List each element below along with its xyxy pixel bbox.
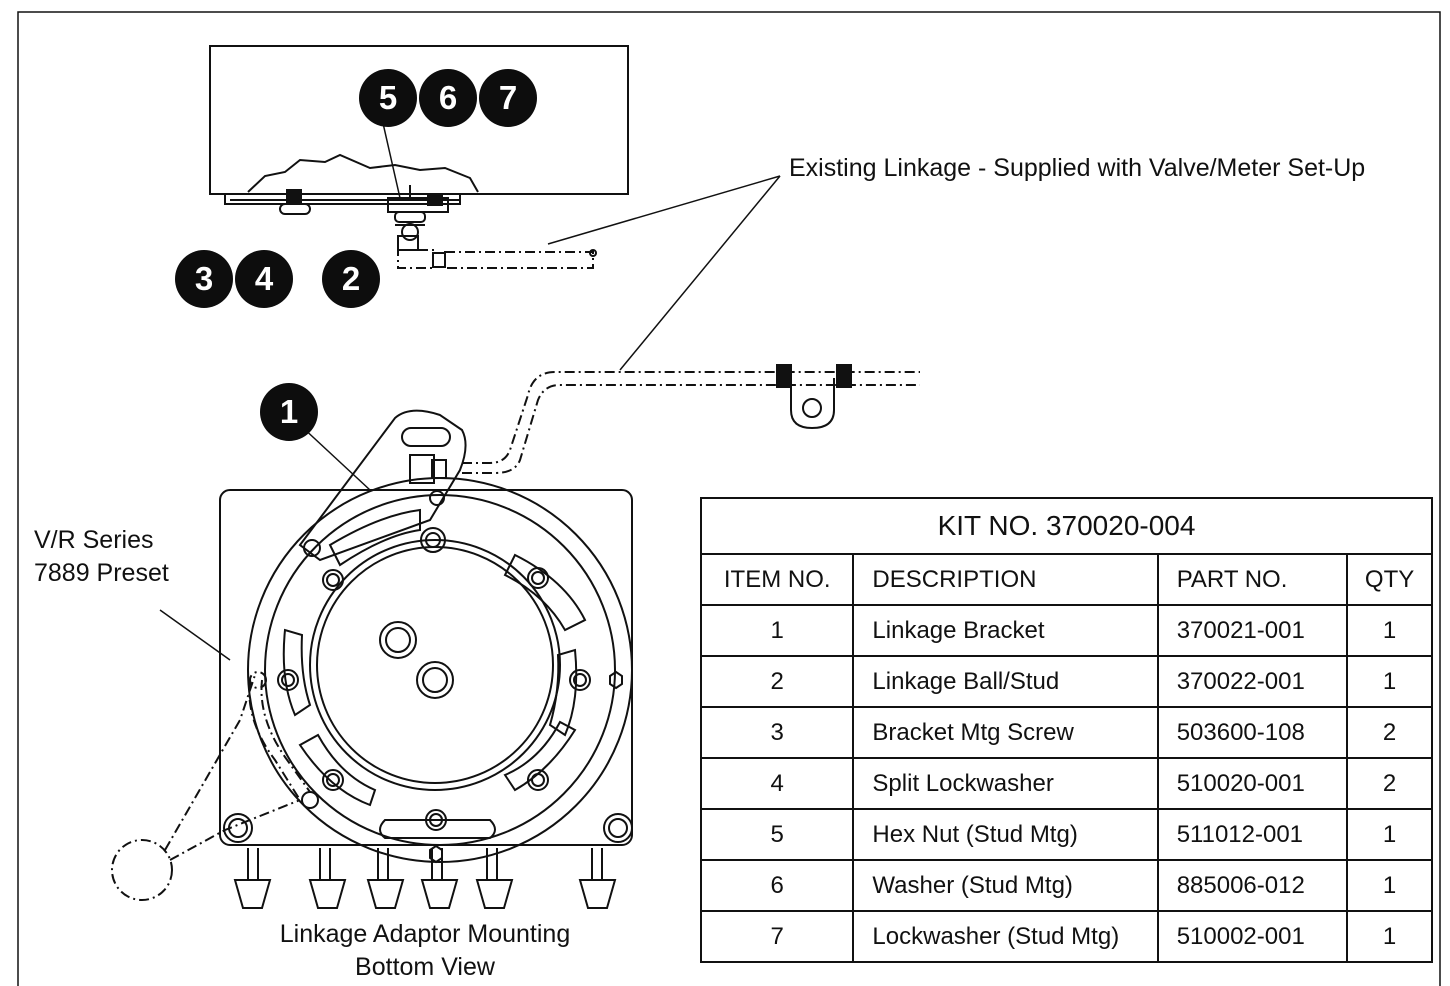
- header-item-no: ITEM NO.: [699, 553, 855, 606]
- cell-qty: 1: [1346, 910, 1433, 963]
- table-row: 4 Split Lockwasher 510020-001 2: [699, 757, 1433, 810]
- bottom-view-plate: [219, 409, 633, 909]
- device-series-line1: V/R Series: [34, 526, 154, 554]
- table-row: 7 Lockwasher (Stud Mtg) 510002-001 1: [699, 910, 1433, 963]
- cell-part-no: 885006-012: [1156, 859, 1349, 912]
- cell-item-no: 4: [699, 757, 855, 810]
- kit-number-title: KIT NO. 370020-004: [700, 497, 1433, 555]
- cell-part-no: 510020-001: [1156, 757, 1349, 810]
- cell-part-no: 503600-108: [1156, 706, 1349, 759]
- cell-description: Hex Nut (Stud Mtg): [852, 808, 1159, 861]
- header-qty: QTY: [1346, 553, 1433, 606]
- item-badge-5: 5: [359, 69, 417, 127]
- cell-description: Split Lockwasher: [852, 757, 1159, 810]
- item-badge-1: 1: [260, 383, 318, 441]
- table-row: 5 Hex Nut (Stud Mtg) 511012-001 1: [699, 808, 1433, 861]
- cell-part-no: 510002-001: [1156, 910, 1349, 963]
- device-series-label: V/R Series 7889 Preset: [34, 524, 169, 589]
- cell-description: Linkage Ball/Stud: [852, 655, 1159, 708]
- cell-item-no: 7: [699, 910, 855, 963]
- cell-qty: 1: [1346, 859, 1433, 912]
- cell-item-no: 5: [699, 808, 855, 861]
- cell-description: Linkage Bracket: [852, 604, 1159, 657]
- view-caption: Linkage Adaptor Mounting Bottom View: [250, 918, 600, 983]
- cell-description: Lockwasher (Stud Mtg): [852, 910, 1159, 963]
- cell-part-no: 511012-001: [1156, 808, 1349, 861]
- cell-part-no: 370022-001: [1156, 655, 1349, 708]
- cell-item-no: 6: [699, 859, 855, 912]
- header-description: DESCRIPTION: [852, 553, 1159, 606]
- swing-linkage: [111, 671, 311, 901]
- item-badge-2: 2: [322, 250, 380, 308]
- view-caption-line1: Linkage Adaptor Mounting: [279, 920, 571, 948]
- cell-qty: 1: [1346, 604, 1433, 657]
- item-badge-6: 6: [419, 69, 477, 127]
- cell-description: Bracket Mtg Screw: [852, 706, 1159, 759]
- item-badge-4: 4: [235, 250, 293, 308]
- cell-qty: 1: [1346, 808, 1433, 861]
- device-series-line2: 7889 Preset: [34, 558, 169, 587]
- header-part-no: PART NO.: [1156, 553, 1349, 606]
- cell-item-no: 1: [699, 604, 855, 657]
- existing-linkage-callout: Existing Linkage - Supplied with Valve/M…: [789, 154, 1366, 182]
- table-row: 3 Bracket Mtg Screw 503600-108 2: [699, 706, 1433, 759]
- table-title-row: KIT NO. 370020-004: [700, 497, 1433, 555]
- cell-qty: 1: [1346, 655, 1433, 708]
- item-badge-3: 3: [175, 250, 233, 308]
- cell-description: Washer (Stud Mtg): [852, 859, 1159, 912]
- top-view-housing: [209, 45, 629, 251]
- drawing-border: [17, 11, 1441, 986]
- cell-qty: 2: [1346, 706, 1433, 759]
- cell-qty: 2: [1346, 757, 1433, 810]
- table-row: 6 Washer (Stud Mtg) 885006-012 1: [699, 859, 1433, 912]
- cell-part-no: 370021-001: [1156, 604, 1349, 657]
- table-row: 1 Linkage Bracket 370021-001 1: [699, 604, 1433, 657]
- table-row: 2 Linkage Ball/Stud 370022-001 1: [699, 655, 1433, 708]
- cell-item-no: 3: [699, 706, 855, 759]
- table-header-row: ITEM NO. DESCRIPTION PART NO. QTY: [699, 553, 1433, 606]
- cell-item-no: 2: [699, 655, 855, 708]
- rod-clamp: [776, 364, 852, 430]
- item-badge-7: 7: [479, 69, 537, 127]
- kit-parts-table: KIT NO. 370020-004 ITEM NO. DESCRIPTION …: [699, 497, 1433, 963]
- linkage-rod: [462, 371, 920, 474]
- view-caption-line2: Bottom View: [355, 952, 495, 981]
- top-view-linkage: [397, 249, 594, 269]
